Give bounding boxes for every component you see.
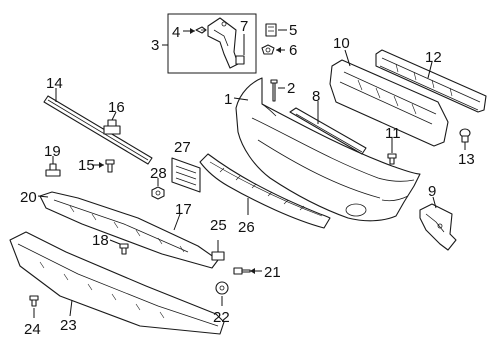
grille-26: 26 xyxy=(199,153,331,236)
svg-text:13: 13 xyxy=(458,151,475,168)
reinforcement-8: 8 xyxy=(289,88,367,155)
svg-text:16: 16 xyxy=(108,99,125,116)
svg-text:18: 18 xyxy=(92,232,109,249)
clip-18: 18 xyxy=(92,232,129,255)
svg-text:7: 7 xyxy=(240,18,248,35)
svg-text:10: 10 xyxy=(333,35,350,52)
bracket-27: 27 xyxy=(171,139,201,193)
bolt-24: 24 xyxy=(24,295,41,338)
svg-text:23: 23 xyxy=(60,317,77,334)
svg-text:6: 6 xyxy=(289,42,297,59)
svg-text:2: 2 xyxy=(287,80,295,97)
nut-6: 6 xyxy=(261,42,297,59)
part-3-inset-group xyxy=(167,13,257,74)
svg-text:24: 24 xyxy=(24,321,41,338)
svg-text:27: 27 xyxy=(174,139,191,156)
svg-text:22: 22 xyxy=(213,309,230,326)
nut-22: 22 xyxy=(213,281,230,326)
svg-text:11: 11 xyxy=(385,125,401,142)
reinforcement-12: 12 xyxy=(375,49,487,113)
strip-14: 14 xyxy=(43,75,153,165)
lower-shield-17: 17 xyxy=(39,191,219,269)
bolt-2: 2 xyxy=(270,79,295,102)
bracket-9: 9 xyxy=(419,183,457,251)
bolt-21: 21 xyxy=(233,264,281,281)
callout-4: 4 xyxy=(172,24,195,41)
svg-text:19: 19 xyxy=(44,143,61,160)
svg-text:1: 1 xyxy=(224,91,232,108)
svg-text:21: 21 xyxy=(264,264,281,281)
svg-text:15: 15 xyxy=(78,157,95,174)
svg-text:26: 26 xyxy=(238,219,255,236)
clip-13: 13 xyxy=(458,128,475,168)
bumper-cover-1 xyxy=(235,77,421,222)
svg-text:4: 4 xyxy=(172,24,180,41)
nut-28: 28 xyxy=(150,165,167,200)
callout-1: 1 xyxy=(224,91,249,108)
lower-valance-23: 23 xyxy=(9,231,225,335)
svg-text:8: 8 xyxy=(312,88,320,105)
svg-text:17: 17 xyxy=(175,201,192,218)
callout-7: 7 xyxy=(240,18,248,55)
callout-3: 3 xyxy=(151,37,168,54)
svg-text:12: 12 xyxy=(425,49,442,66)
clip-16: 16 xyxy=(103,99,125,135)
bolt-15: 15 xyxy=(78,157,115,174)
clip-5: 5 xyxy=(265,22,297,39)
svg-text:5: 5 xyxy=(289,22,297,39)
clip-19: 19 xyxy=(44,143,61,177)
svg-text:14: 14 xyxy=(46,75,63,92)
svg-text:9: 9 xyxy=(428,183,436,200)
svg-text:25: 25 xyxy=(210,217,227,234)
screw-11: 11 xyxy=(385,125,401,165)
svg-text:28: 28 xyxy=(150,165,167,182)
clip-25: 25 xyxy=(210,217,227,261)
svg-text:3: 3 xyxy=(151,37,159,54)
svg-text:20: 20 xyxy=(20,189,37,206)
absorber-10: 10 xyxy=(329,35,449,147)
callout-20: 20 xyxy=(20,189,49,206)
